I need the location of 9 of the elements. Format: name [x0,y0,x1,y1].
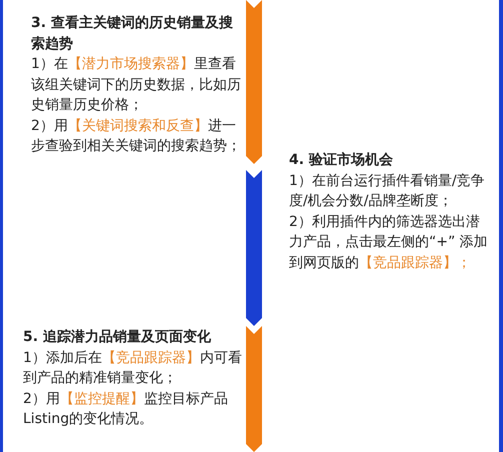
step-text: 1）在【潜力市场搜索器】里查看该组关键词下的历史数据，比如历史销量历史价格； [31,55,241,115]
step-heading: 5. 追踪潜力品销量及页面变化 [23,328,212,347]
step-text: 1）添加后在【竞品跟踪器】内可看到产品的精准销量变化； [23,348,243,388]
step-heading: 3. 查看主关键词的历史销量及搜索趋势 [31,14,234,54]
step-heading: 4. 验证市场机会 [289,150,394,170]
step-text: 2）用【监控提醒】监控目标产品Listing的变化情况。 [23,390,229,429]
step-text: 1）在前台运行插件看销量/竞争度/机会分数/品牌垄断度； [289,172,486,211]
step-text: 2）利用插件内的筛选器选出潜力产品，点击最左侧的“+” 添加到网页版的【竞品跟踪器】； [289,212,489,272]
step-text: 2）用【关键词搜索和反查】进一步查验到相关关键词的搜索趋势； [31,116,241,156]
